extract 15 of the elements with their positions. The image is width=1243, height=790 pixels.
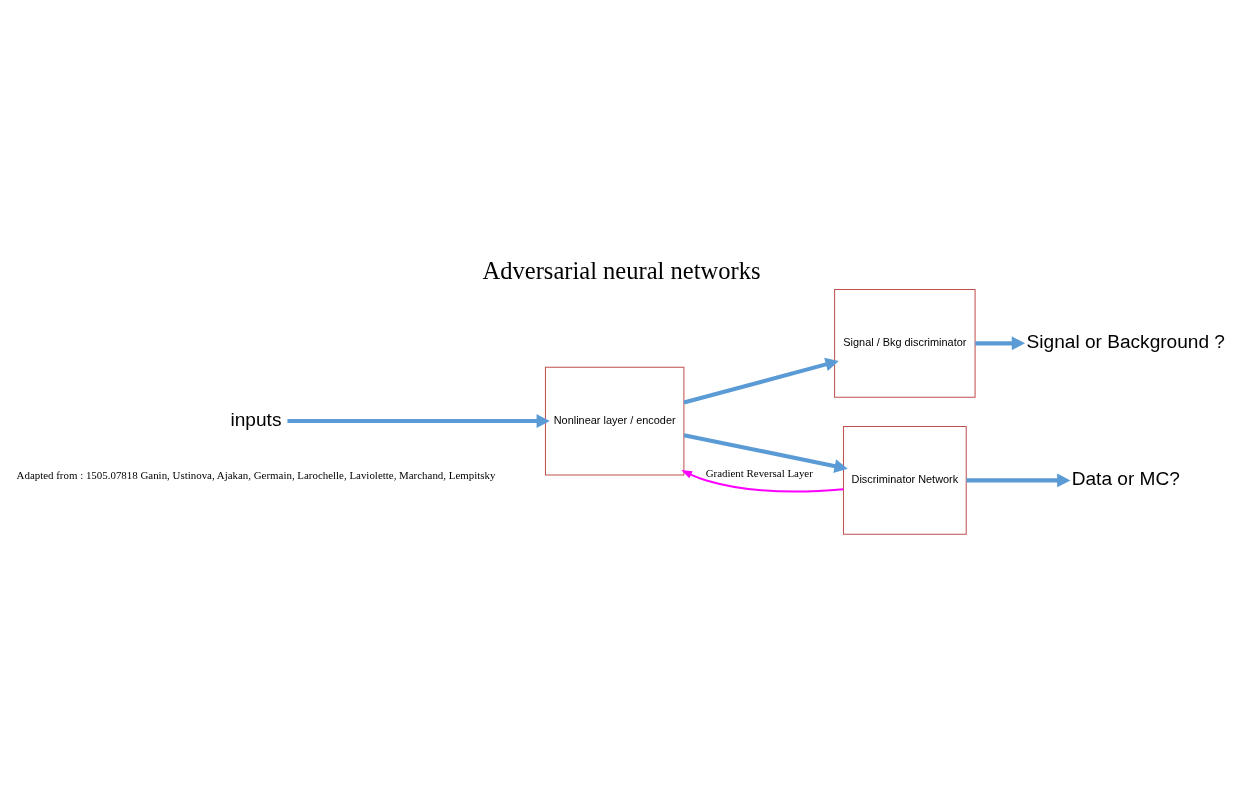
arrow <box>975 335 1026 350</box>
node-text: Data or MC? <box>1071 467 1180 489</box>
diagram-title: Adversarial neural networks <box>482 256 761 284</box>
edge-label: Gradient Reversal Layer <box>705 466 813 479</box>
node-box: Discriminator Network <box>842 425 967 535</box>
node-box: Signal / Bkg discriminator <box>834 288 976 398</box>
arrow <box>683 357 839 405</box>
arrow <box>966 472 1071 487</box>
label: Adapted from : 1505.07818 Ganin, Ustinova, Ajakan, Germain, Larochelle, Laviolette, Marchand, Lempitsky <box>16 468 496 481</box>
node-box: Nonlinear layer / encoder <box>544 366 685 475</box>
arrow <box>681 469 844 492</box>
arrow <box>287 413 550 428</box>
node-text: inputs <box>230 408 282 430</box>
arrow <box>683 432 848 473</box>
node-text: Signal or Background ? <box>1026 330 1225 352</box>
